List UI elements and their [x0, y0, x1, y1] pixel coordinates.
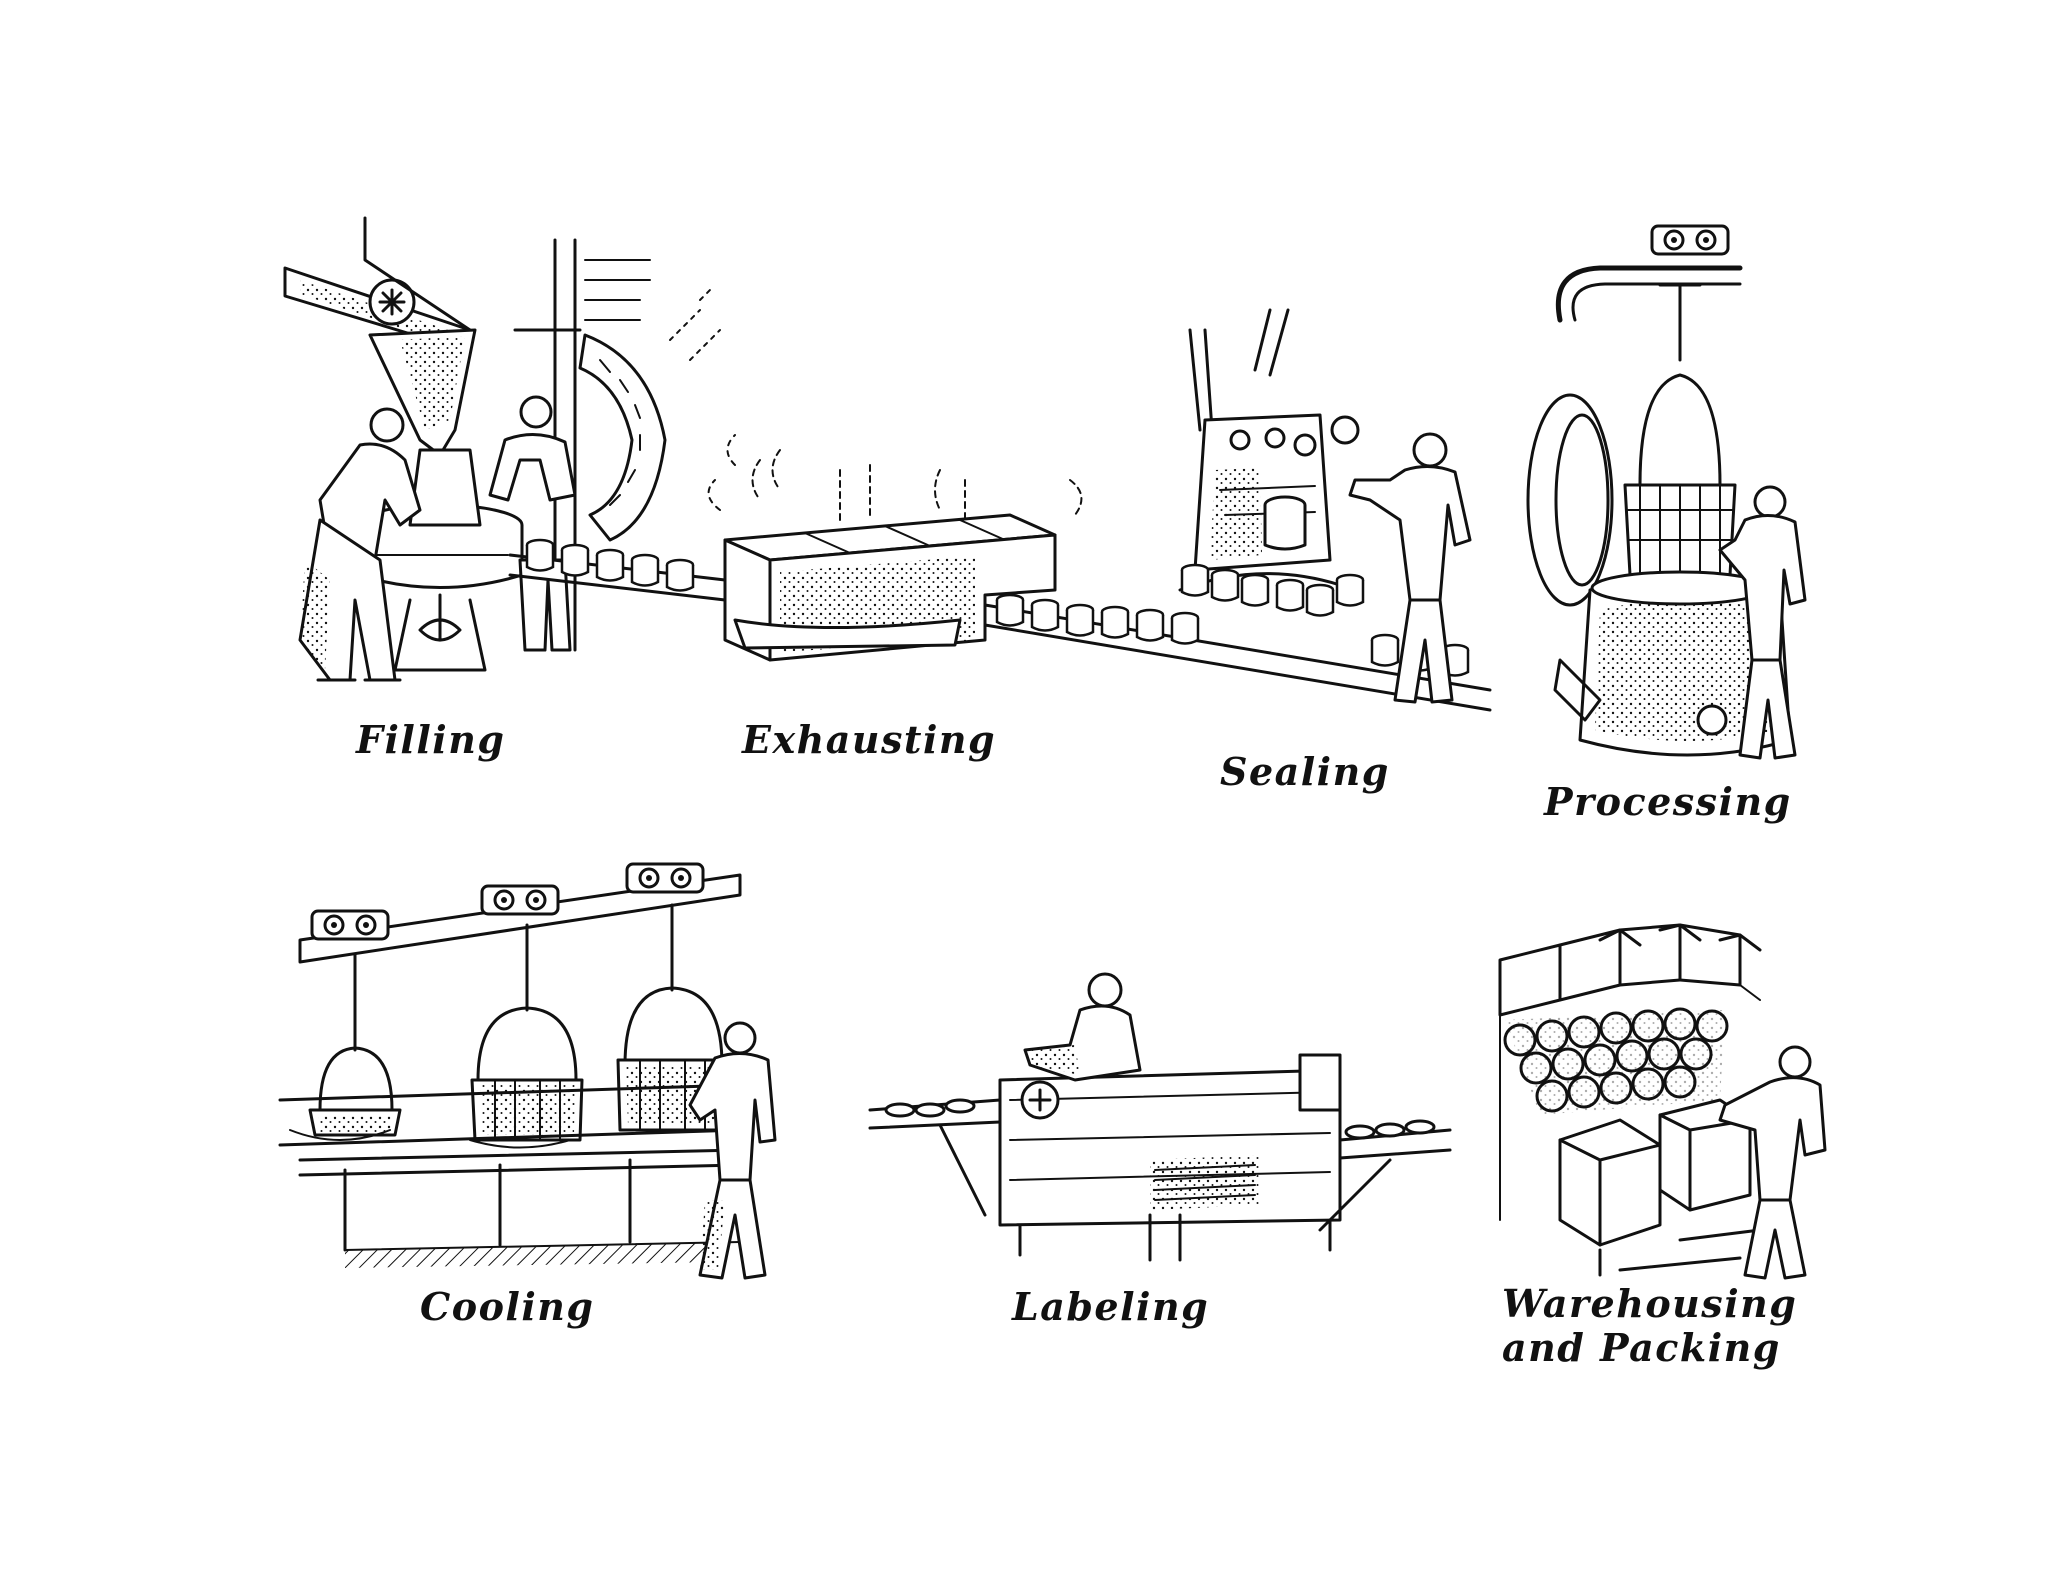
labeling-scene	[870, 974, 1450, 1260]
cooling-scene	[280, 862, 775, 1278]
sealing-scene	[1180, 310, 1470, 702]
processing-scene	[1528, 224, 1805, 758]
exhausting-scene	[709, 435, 1490, 710]
filling-label: Filling	[356, 717, 506, 762]
sealing-label: Sealing	[1220, 749, 1390, 794]
labeling-label: Labeling	[1012, 1284, 1210, 1329]
cooling-label: Cooling	[420, 1284, 595, 1329]
exhausting-label: Exhausting	[742, 717, 997, 762]
warehousing-label: Warehousing and Packing	[1502, 1282, 1797, 1369]
processing-label: Processing	[1544, 779, 1792, 824]
warehousing-scene	[1500, 925, 1825, 1278]
warehousing-label-line2: and Packing	[1502, 1324, 1781, 1370]
warehousing-label-line1: Warehousing	[1502, 1281, 1798, 1326]
filling-scene	[285, 218, 725, 680]
